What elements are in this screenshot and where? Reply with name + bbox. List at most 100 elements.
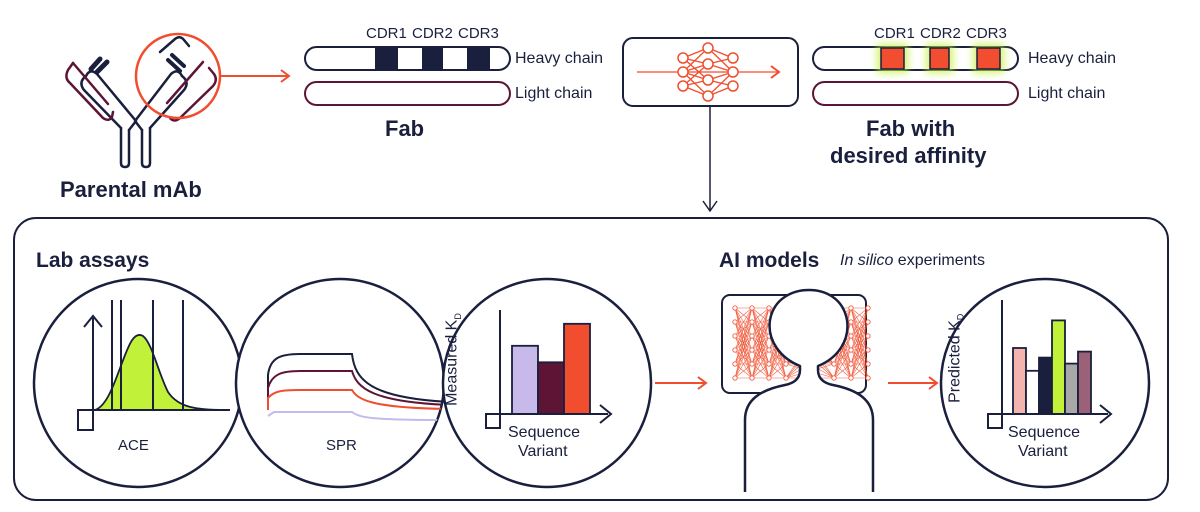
neural-network-box	[622, 37, 799, 107]
ai-net-link	[833, 335, 852, 379]
fab-original-diagram	[304, 46, 511, 106]
predicted-kd-chart	[939, 277, 1151, 489]
ai-net-node	[766, 305, 772, 311]
parental-mab-label: Parental mAb	[60, 177, 202, 202]
ai-net-node	[848, 375, 854, 381]
predicted-bar-2	[1025, 369, 1040, 415]
cdr2-optimized-block	[929, 47, 950, 70]
fab-desired-label-line1: Fab with	[866, 116, 956, 141]
ai-net-link	[734, 307, 753, 337]
predicted-bar-4	[1051, 319, 1066, 415]
ai-net-node	[749, 347, 755, 353]
ai-net-node	[749, 319, 755, 325]
ai-net-node	[831, 375, 837, 381]
cdr1-optimized-label: CDR1	[874, 25, 915, 42]
predicted-bar-1	[1012, 347, 1027, 415]
ai-net-link	[751, 349, 770, 379]
cdr2-block	[422, 48, 443, 69]
ai-net-node	[865, 305, 871, 311]
ai-net-node	[865, 361, 871, 367]
fab-desired-diagram	[812, 44, 1019, 106]
ai-net-link	[751, 307, 770, 323]
ai-net-node	[865, 333, 871, 339]
ai-net-node	[848, 305, 854, 311]
fab-highlight-circle	[134, 32, 222, 120]
predicted-bar-5	[1064, 362, 1079, 415]
ai-net-link	[751, 363, 770, 379]
arrow-to-ai-icon	[655, 376, 708, 390]
arrow-to-fab-icon	[220, 69, 291, 83]
ai-net-node	[749, 333, 755, 339]
ai-net-link	[751, 307, 770, 351]
ai-models-subtitle: In silico experiments	[840, 252, 985, 269]
ai-net-link	[833, 363, 852, 379]
cdr2-optimized-label: CDR2	[920, 25, 961, 42]
ai-net-node	[732, 333, 738, 339]
ai-net-link	[734, 307, 753, 323]
ai-net-link	[850, 363, 869, 379]
fab-desired-label-line2: desired affinity	[830, 143, 987, 168]
cdr3-label: CDR3	[458, 25, 499, 42]
ai-net-node	[848, 361, 854, 367]
cdr1-block	[375, 48, 398, 69]
predicted-kd-axis-label: Predicted KD	[946, 313, 966, 403]
ai-net-node	[749, 375, 755, 381]
ai-net-node	[732, 361, 738, 367]
cdr3-optimized-block	[976, 47, 1001, 70]
cdr1-label: CDR1	[366, 25, 407, 42]
workflow-panel	[13, 217, 1169, 501]
measured-seq-label-line1: Sequence	[508, 424, 581, 441]
ace-assay-icon	[32, 277, 244, 489]
ai-net-link	[734, 307, 753, 379]
ai-net-node	[766, 361, 772, 367]
ai-net-link	[751, 321, 770, 379]
spr-label: SPR	[326, 437, 357, 454]
ai-net-node	[749, 305, 755, 311]
ai-net-link	[850, 307, 869, 379]
ai-net-node	[865, 319, 871, 325]
ai-net-node	[865, 375, 871, 381]
measured-seq-label-line2: Variant	[518, 443, 568, 460]
ai-net-link	[850, 307, 869, 337]
ai-net-link	[850, 307, 869, 323]
spr-assay-icon	[234, 277, 446, 489]
cdr3-optimized-label: CDR3	[966, 25, 1007, 42]
ai-net-link	[734, 307, 753, 365]
ai-net-link	[850, 335, 869, 379]
lab-assays-title: Lab assays	[36, 249, 150, 272]
ai-net-node	[848, 333, 854, 339]
measured-bar-3	[563, 322, 591, 415]
light-chain-optimized-label: Light chain	[1028, 85, 1106, 102]
ai-net-node	[766, 347, 772, 353]
ai-net-link	[751, 307, 770, 379]
predicted-bar-3	[1038, 356, 1053, 415]
predicted-seq-label-line1: Sequence	[1008, 424, 1081, 441]
ai-net-link	[734, 321, 753, 379]
arrow-to-prediction-icon	[888, 376, 939, 390]
measured-kd-axis-label: Measured KD	[443, 313, 463, 406]
predicted-bars	[1012, 319, 1092, 415]
predicted-bar-6	[1077, 350, 1092, 415]
ai-net-link	[833, 349, 852, 379]
ai-net-node	[732, 305, 738, 311]
light-chain-label: Light chain	[515, 85, 593, 102]
ai-net-node	[732, 375, 738, 381]
ai-net-link	[734, 335, 753, 379]
ai-net-node	[732, 347, 738, 353]
heavy-chain-optimized-label: Heavy chain	[1028, 50, 1117, 67]
ai-net-node	[831, 361, 837, 367]
predicted-seq-label-line2: Variant	[1018, 443, 1068, 460]
ai-net-link	[734, 363, 753, 379]
measured-bars	[511, 322, 591, 415]
measured-bar-1	[511, 344, 539, 415]
ai-net-link	[751, 307, 770, 337]
ai-net-link	[751, 335, 770, 379]
ai-net-node	[732, 319, 738, 325]
ai-net-node	[848, 347, 854, 353]
ai-net-link	[734, 307, 753, 351]
ai-net-node	[783, 375, 789, 381]
cdr3-block	[467, 48, 490, 69]
parental-antibody-icon	[65, 36, 217, 169]
